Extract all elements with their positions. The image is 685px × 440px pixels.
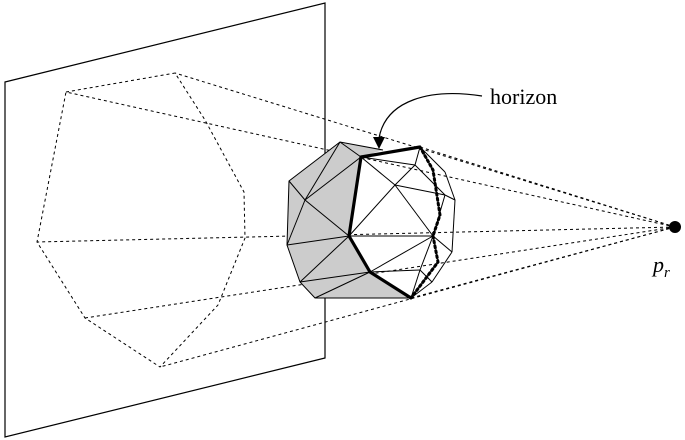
projected-silhouette — [36, 72, 246, 368]
hidden-edge — [409, 234, 440, 300]
point-label-subscript: r — [664, 265, 670, 281]
polytope-edges — [286, 141, 456, 299]
horizon-arrowhead — [373, 137, 385, 149]
polytope-edge — [369, 235, 434, 273]
polytope-edge — [414, 146, 421, 166]
polytope-edge — [314, 271, 371, 299]
point-label: pr — [651, 252, 670, 281]
polytope-edge — [410, 269, 421, 299]
horizon-arrow — [378, 93, 483, 139]
projection-ray — [410, 226, 676, 299]
projection-ray — [36, 226, 676, 243]
polytope-edge — [360, 156, 396, 186]
projection-ray — [159, 226, 676, 368]
point-label-main: p — [651, 252, 664, 277]
polytope-edge — [286, 235, 350, 246]
projection-ray — [419, 146, 676, 228]
polytope-edge — [419, 235, 434, 271]
polytope-edge — [360, 156, 416, 166]
polytope-edge — [444, 171, 456, 201]
polytope-edge — [339, 141, 362, 158]
polytope-edge — [304, 156, 362, 201]
projection-plane — [4, 2, 326, 438]
polytope-edge — [304, 199, 350, 237]
shaded-region — [287, 142, 411, 298]
polytope-edge — [299, 271, 371, 283]
projection-ray — [65, 91, 676, 228]
projection-rays — [36, 72, 676, 368]
polytope-edge — [299, 235, 350, 283]
polytope-edge — [394, 164, 416, 186]
polytope-edge — [288, 180, 306, 201]
point-pr — [669, 221, 681, 233]
polytope-edge — [369, 269, 421, 273]
polytope-edge — [304, 141, 341, 201]
polytope-edge — [419, 146, 446, 173]
polytope-edge — [431, 251, 453, 283]
hidden-edges — [409, 145, 442, 300]
polytope-edge — [414, 164, 446, 196]
horizon-edge-chain — [347, 145, 421, 300]
polytope-edge — [451, 199, 456, 253]
horizon-label: horizon — [490, 84, 557, 109]
polytope-edge — [286, 199, 306, 246]
polytope-edge — [394, 184, 434, 237]
polytope-edge — [348, 184, 396, 237]
projection-ray — [84, 226, 676, 319]
hidden-edge — [418, 145, 442, 238]
polytope-edge — [444, 194, 456, 201]
polytope-edge — [432, 235, 453, 253]
